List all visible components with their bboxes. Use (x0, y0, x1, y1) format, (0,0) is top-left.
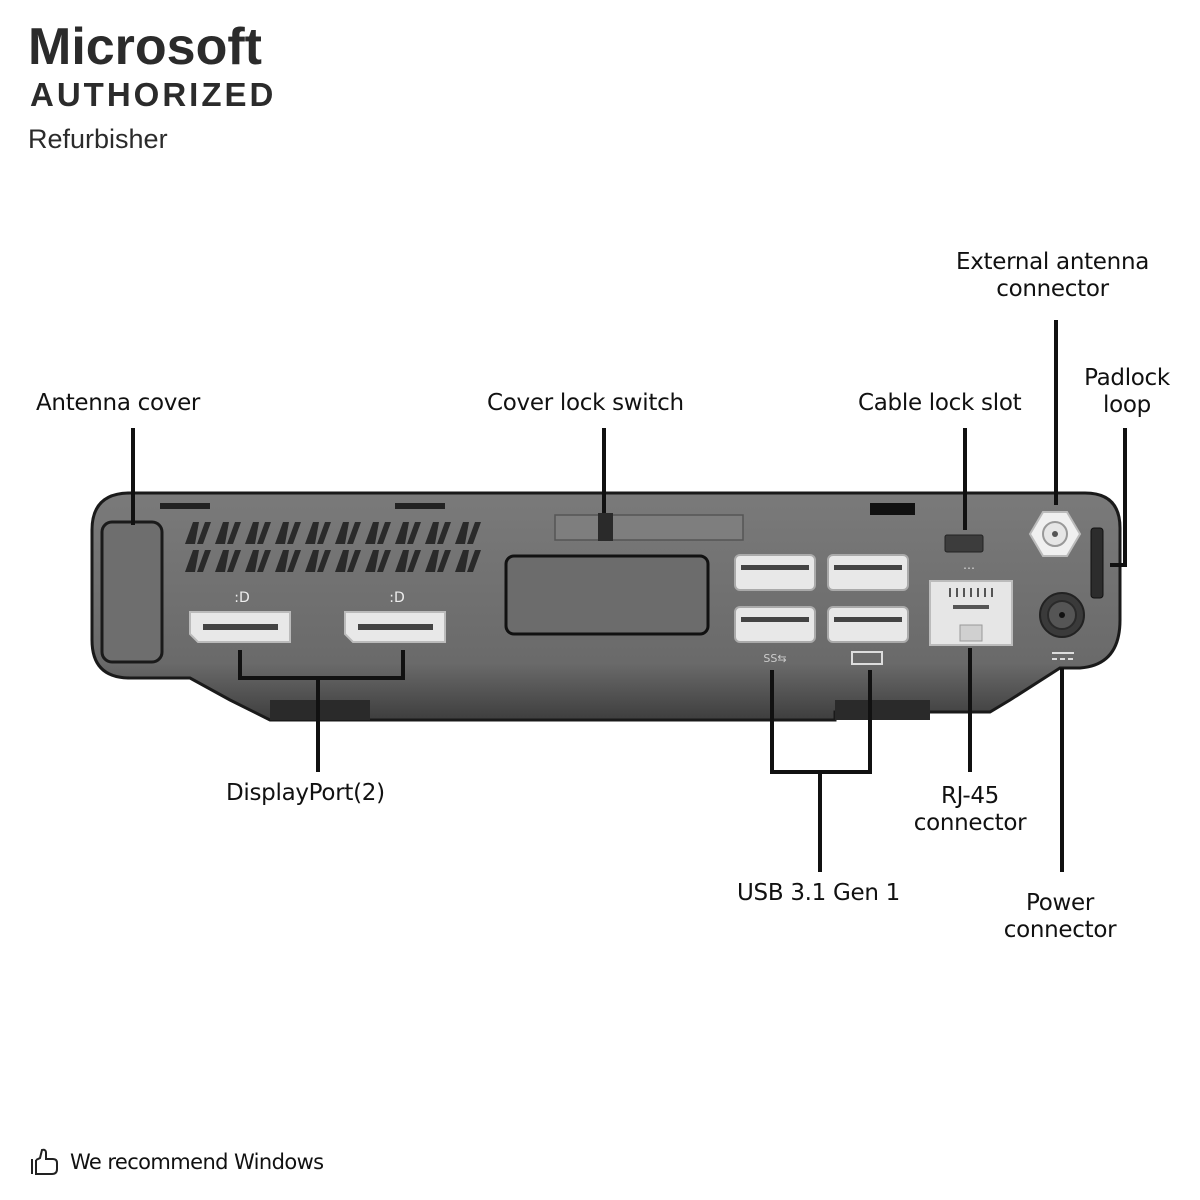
vent-slot (245, 522, 271, 544)
antenna-cover (100, 520, 164, 664)
vent-slot (425, 522, 451, 544)
vent-slot (455, 550, 481, 572)
label-recess (504, 554, 710, 636)
callout-power-connector: Power connector (995, 890, 1125, 944)
callout-padlock-loop: Padlock loop (1074, 365, 1180, 419)
vent-slot (365, 522, 391, 544)
dc-power-icon (1052, 652, 1074, 660)
vent-slot (365, 550, 391, 572)
usb-port (827, 554, 909, 591)
vent-slot (185, 550, 211, 572)
callout-displayport: DisplayPort(2) (226, 780, 385, 806)
usb-port (734, 554, 816, 591)
vent-grille (185, 522, 481, 572)
callout-rj45: RJ-45 connector (905, 783, 1035, 837)
thumbs-up-icon (31, 1148, 58, 1175)
vent-slot (335, 550, 361, 572)
rj45-port: ⋯ (929, 561, 1013, 646)
vent-slot (215, 550, 241, 572)
vent-slot (425, 550, 451, 572)
vent-slot (395, 550, 421, 572)
superspeed-icon: SS⇆ (763, 652, 786, 665)
footer-text: We recommend Windows (70, 1150, 324, 1174)
callout-external-antenna: External antenna connector (950, 249, 1155, 303)
padlock-loop (1090, 527, 1104, 599)
callout-external-antenna-line1: External antenna (955, 249, 1150, 275)
footer: We recommend Windows (30, 1148, 324, 1176)
cover-lock-switch (554, 513, 744, 541)
usb-port (734, 606, 816, 643)
usb-ports (734, 554, 909, 643)
vent-slot (275, 550, 301, 572)
callout-cover-lock-switch: Cover lock switch (487, 390, 684, 416)
displayport-2: :D (344, 590, 446, 643)
vent-slot (275, 522, 301, 544)
vent-slot (335, 522, 361, 544)
leader-lines (131, 320, 1127, 872)
callout-usb: USB 3.1 Gen 1 (737, 880, 901, 906)
callout-rj45-line1: RJ-45 (940, 783, 999, 809)
vent-slot (185, 522, 211, 544)
displayport-icon: :D (234, 590, 250, 606)
cable-lock-slot (944, 534, 984, 553)
brand-subtitle: AUTHORIZED (30, 76, 277, 113)
external-antenna-connector (1028, 511, 1082, 557)
power-connector (1039, 592, 1085, 660)
callout-power-line2: connector (1003, 917, 1117, 943)
callout-power-line1: Power (1025, 890, 1095, 916)
callout-padlock-line2: loop (1103, 392, 1151, 418)
vent-slot (215, 522, 241, 544)
displayport-1: :D (189, 590, 291, 643)
vent-slot (305, 522, 331, 544)
callout-padlock-line1: Padlock (1084, 365, 1170, 391)
vent-slot (455, 522, 481, 544)
brand-title: Microsoft (28, 18, 262, 76)
vent-slot (305, 550, 331, 572)
callout-antenna-cover: Antenna cover (36, 390, 201, 416)
displayport-icon: :D (389, 590, 405, 606)
usb-port (827, 606, 909, 643)
callout-external-antenna-line2: connector (996, 276, 1109, 302)
vent-slot (245, 550, 271, 572)
callout-rj45-line2: connector (913, 810, 1027, 836)
vent-slot (395, 522, 421, 544)
network-icon: ⋯ (963, 561, 975, 575)
charging-icon (851, 651, 883, 665)
callout-cable-lock-slot: Cable lock slot (858, 390, 1022, 416)
brand-tagline: Refurbisher (28, 124, 168, 154)
